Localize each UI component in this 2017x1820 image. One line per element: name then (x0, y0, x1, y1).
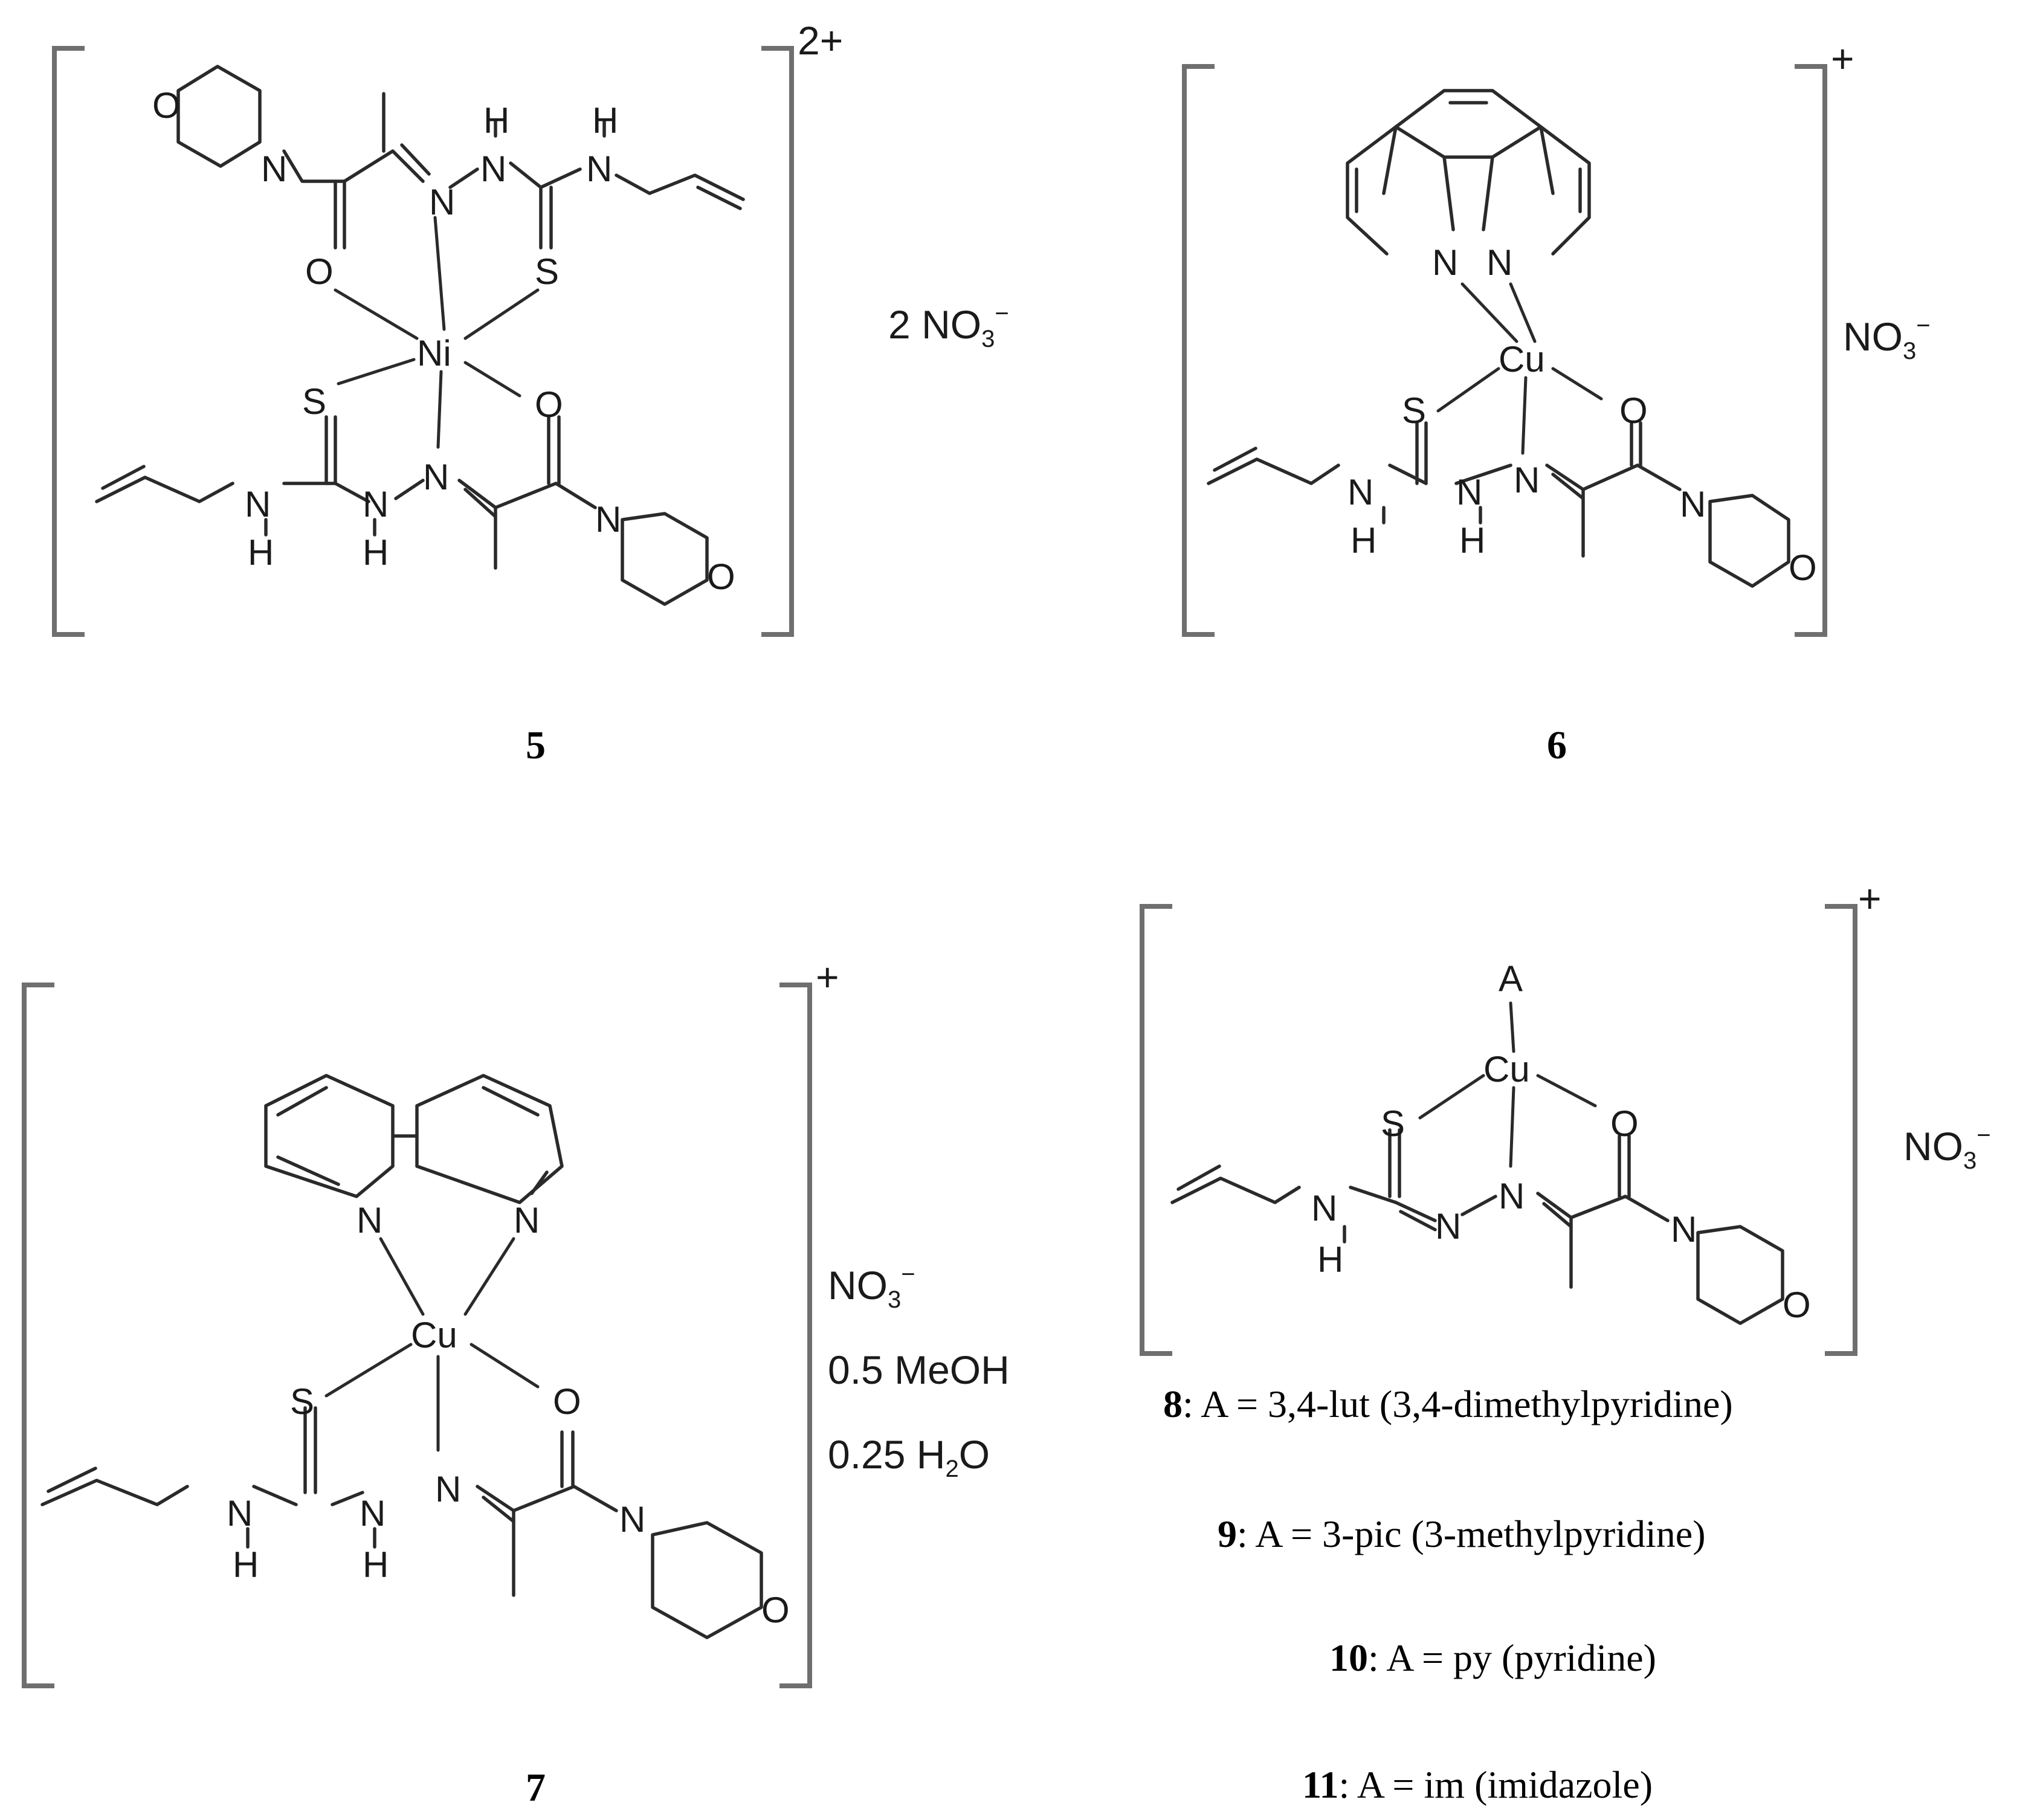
allyl-hydrogen-7: H (233, 1544, 259, 1585)
amide-nitrogen: N (261, 149, 287, 189)
allyl-hydrogen-8: H (1317, 1239, 1343, 1280)
bracket-left-5 (52, 46, 85, 637)
allyl-hydrogen-lower: H (248, 532, 274, 573)
imine-nitrogen-8: N (1499, 1176, 1525, 1216)
carbonyl-oxygen-7: O (553, 1381, 581, 1422)
amide-nitrogen-7: N (619, 1499, 645, 1540)
solvate-methanol: 0.5 MeOH (828, 1347, 1010, 1392)
bracket-left-8 (1140, 904, 1172, 1356)
morpholine-oxygen-6: O (1789, 547, 1817, 588)
carbonyl-oxygen-lower: O (535, 384, 563, 425)
ligand-upper-5: O N N N H N H O S (152, 65, 745, 292)
hydrazine-nitrogen-6: N (1456, 472, 1482, 512)
ligand-lower-5: S O N N H N H N O (95, 381, 735, 606)
amide-nitrogen-8: N (1671, 1209, 1697, 1250)
hydrazine-nitrogen-7: N (360, 1493, 386, 1534)
ligand-a: A (1499, 958, 1523, 999)
legend-8: 8: A = 3,4-lut (3,4-dimethylpyridine) (1163, 1383, 1733, 1425)
phen-nitrogen-right: N (1486, 242, 1512, 283)
allyl-hydrogen: H (592, 100, 618, 141)
hydrazine-hydrogen: H (483, 100, 509, 141)
compound-label-6: 6 (1547, 723, 1567, 767)
counterion-7: NO3− (828, 1261, 915, 1313)
complex-8-11: + A Cu S O N N N (1140, 876, 1991, 1806)
charge-8-11: + (1858, 876, 1882, 921)
ligand-7: S O N N H N H N O (40, 1381, 790, 1639)
metal-5: Ni (417, 333, 451, 373)
metal-8-11: Cu (1483, 1049, 1530, 1089)
hydrazine-hydrogen-6: H (1459, 520, 1485, 561)
morpholine-oxygen-8: O (1783, 1285, 1811, 1325)
phen-nitrogen-left: N (1432, 242, 1458, 283)
carbonyl-oxygen-8: O (1610, 1103, 1639, 1144)
compound-label-5: 5 (526, 723, 546, 767)
allyl-nitrogen-8: N (1311, 1188, 1337, 1228)
amide-nitrogen-lower: N (595, 499, 621, 540)
thione-sulfur-8: S (1381, 1103, 1405, 1144)
imine-nitrogen-lower: N (423, 457, 449, 497)
bracket-right-8 (1825, 904, 1857, 1356)
legend-11: 11: A = im (imidazole) (1302, 1763, 1653, 1806)
complex-5: 2+ O N N N H N H (52, 18, 1009, 767)
bracket-left-6 (1182, 64, 1215, 637)
allyl-nitrogen: N (586, 149, 612, 189)
charge-5: 2+ (798, 18, 843, 63)
complex-7: + N N Cu (22, 955, 1010, 1810)
thione-sulfur-7: S (290, 1381, 314, 1422)
charge-7: + (816, 955, 839, 999)
legend-9: 9: A = 3-pic (3-methylpyridine) (1218, 1512, 1706, 1555)
ligand-8-11: S O N N N H N O (1170, 1103, 1811, 1325)
imine-nitrogen-6: N (1514, 460, 1540, 500)
imine-nitrogen-7: N (435, 1469, 461, 1509)
allyl-nitrogen-lower: N (245, 484, 271, 524)
charge-6: + (1831, 36, 1854, 81)
phenanthroline-ligand: N N (1346, 89, 1591, 283)
carbonyl-oxygen-6: O (1619, 390, 1648, 431)
bipyridine-ligand: N N (264, 1074, 564, 1241)
hydrazine-hydrogen-7: H (363, 1544, 389, 1585)
compound-label-7: 7 (526, 1766, 546, 1810)
solvate-water: 0.25 H2O (828, 1432, 990, 1482)
thiolate-nitrogen-8: N (1435, 1206, 1461, 1247)
complex-6: + N N Cu (1182, 36, 1931, 767)
hydrazine-hydrogen-lower: H (363, 532, 389, 573)
counterion-5: 2 NO3− (888, 300, 1009, 352)
morpholine-oxygen: O (152, 85, 181, 126)
bracket-right-5 (761, 46, 794, 637)
metal-7: Cu (411, 1315, 457, 1355)
bracket-right-7 (779, 983, 812, 1688)
thione-sulfur-lower: S (302, 381, 326, 422)
thione-sulfur-6: S (1402, 390, 1426, 431)
allyl-hydrogen-6: H (1351, 520, 1376, 561)
counterion-6: NO3− (1843, 312, 1931, 364)
imine-nitrogen: N (429, 182, 455, 222)
carbonyl-oxygen: O (305, 251, 334, 292)
bracket-right-6 (1795, 64, 1827, 637)
bipy-nitrogen-right: N (514, 1200, 540, 1241)
allyl-nitrogen-6: N (1347, 472, 1373, 512)
metal-6: Cu (1499, 339, 1545, 379)
ligand-6: S O N N H N H N O (1207, 390, 1817, 588)
thione-sulfur: S (535, 251, 559, 292)
morpholine-oxygen-lower: O (707, 557, 735, 597)
morpholine-oxygen-7: O (761, 1590, 790, 1630)
hydrazine-nitrogen-lower: N (363, 484, 389, 524)
legend-10: 10: A = py (pyridine) (1329, 1636, 1656, 1679)
counterion-8-11: NO3− (1903, 1122, 1991, 1174)
bipy-nitrogen-left: N (357, 1200, 382, 1241)
allyl-nitrogen-7: N (227, 1493, 253, 1534)
amide-nitrogen-6: N (1680, 484, 1706, 524)
bracket-left-7 (22, 983, 54, 1688)
hydrazine-nitrogen: N (480, 149, 506, 189)
